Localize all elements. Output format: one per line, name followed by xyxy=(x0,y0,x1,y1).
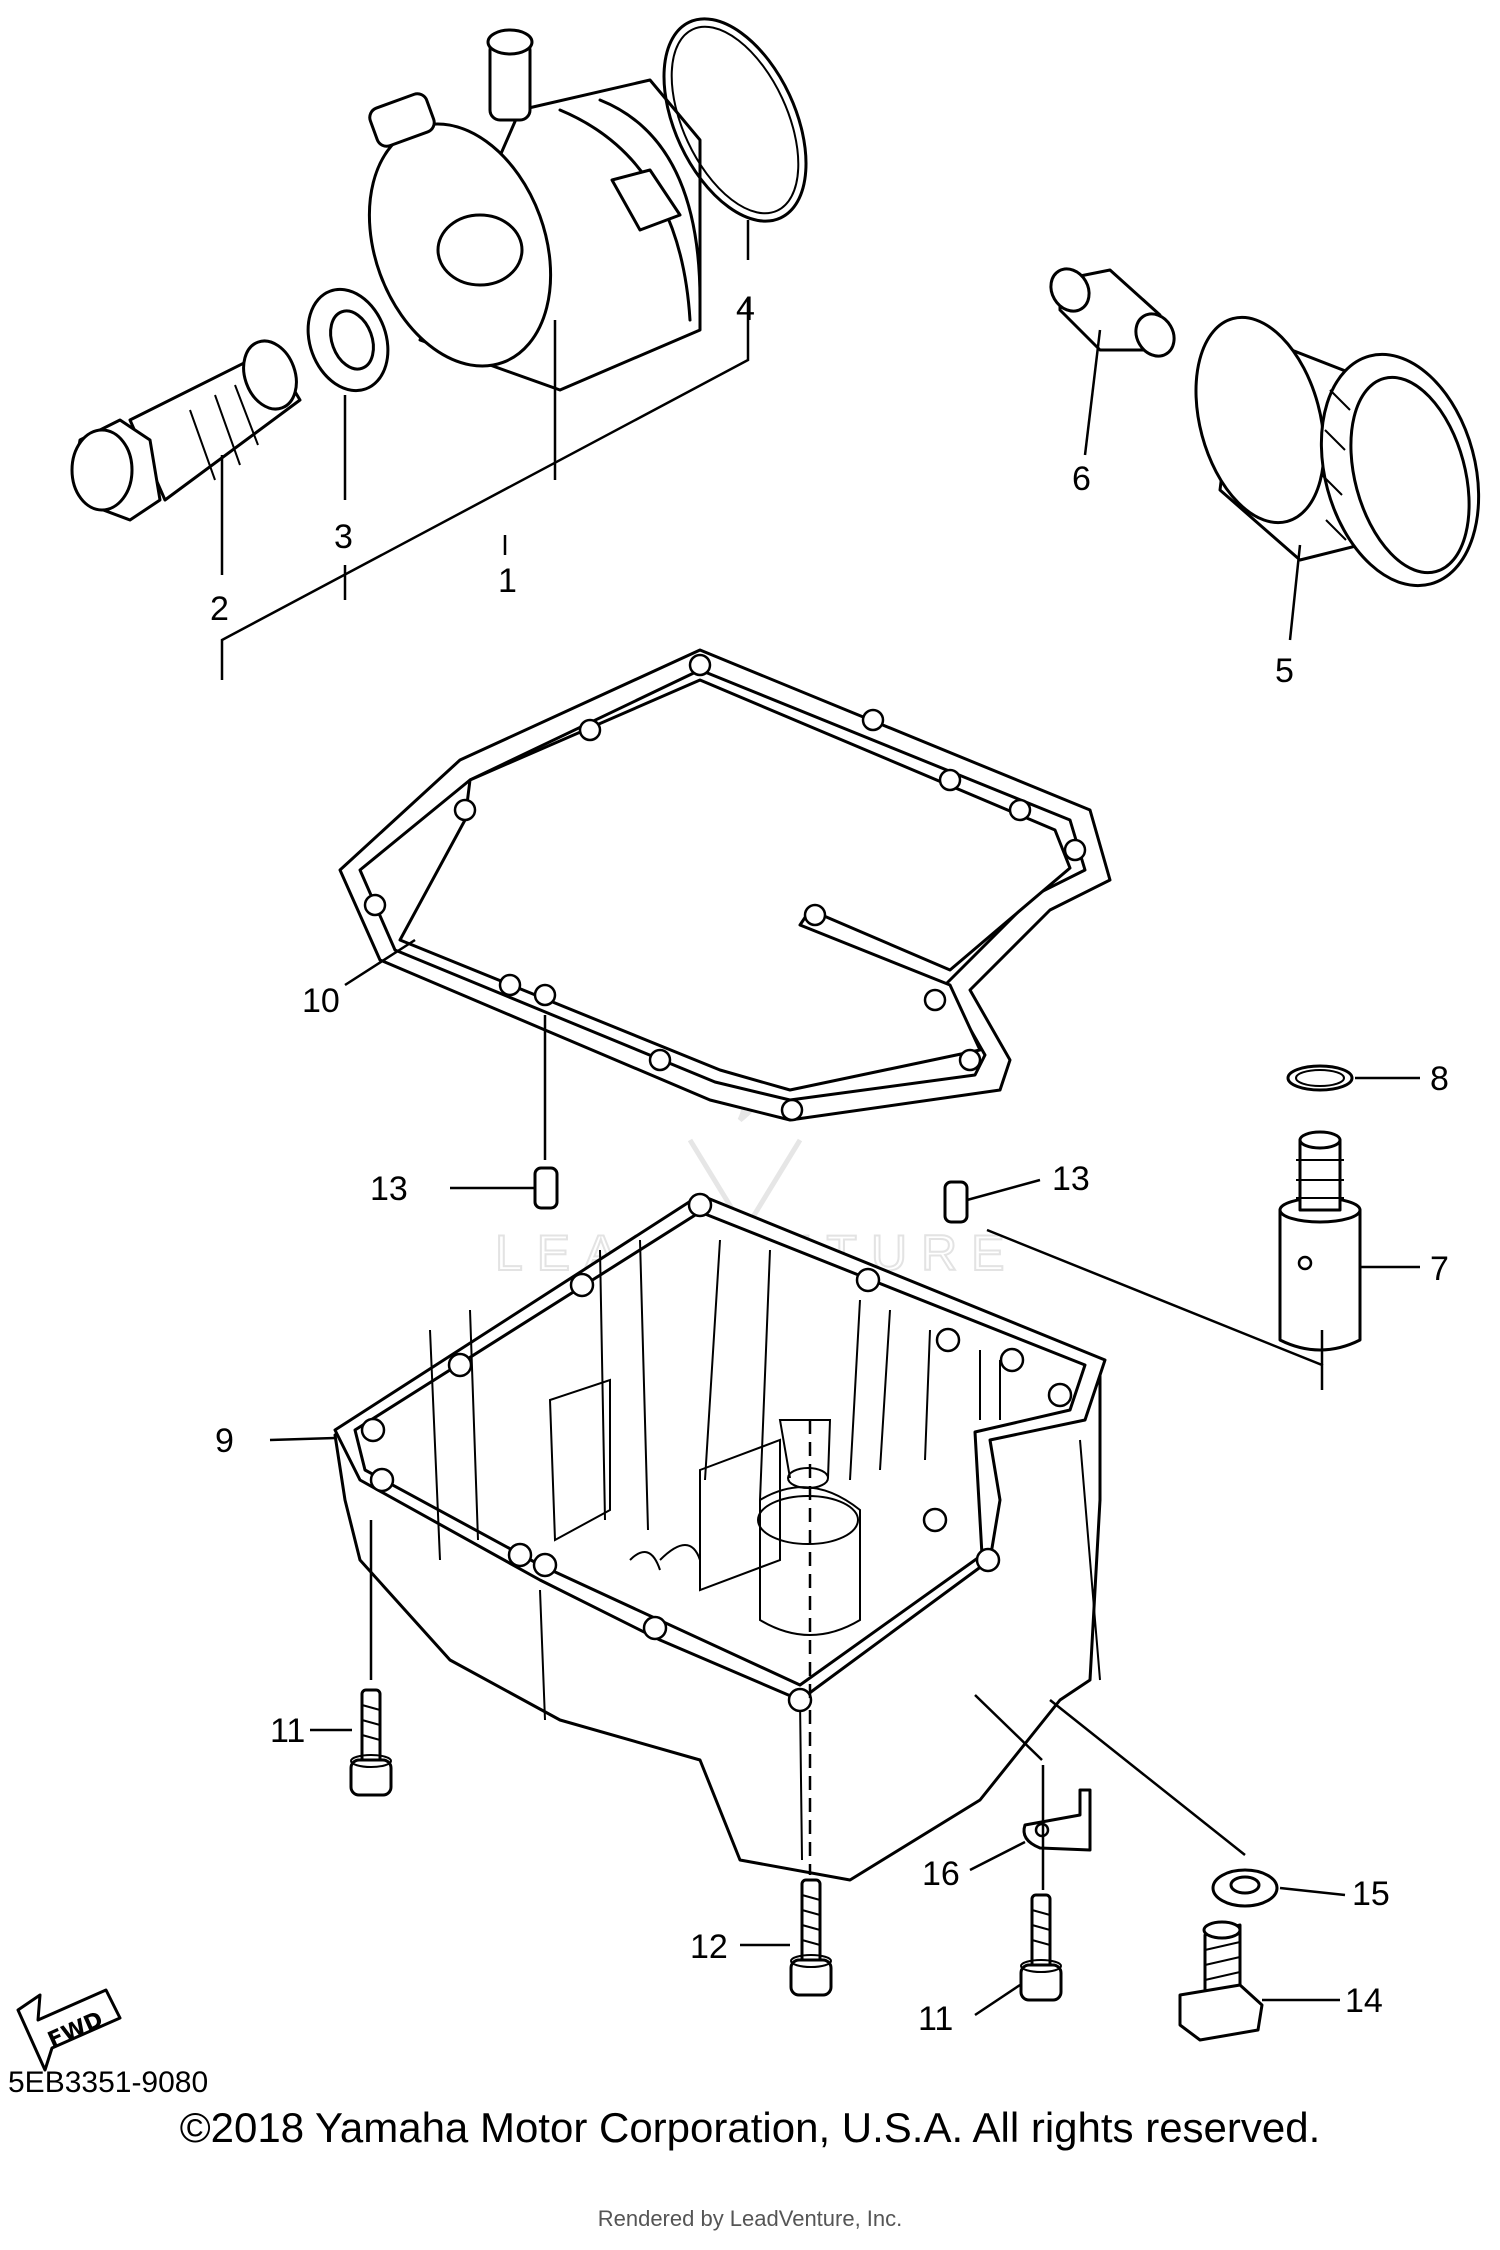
callout-6: 6 xyxy=(1072,460,1091,498)
oil-pan-gasket xyxy=(338,648,1112,1122)
dowel-pin-left xyxy=(533,1166,559,1210)
clamp xyxy=(1022,1788,1092,1852)
callout-9: 9 xyxy=(215,1422,234,1460)
diagram-code: 5EB3351-9080 xyxy=(8,2066,209,2099)
oil-pipe xyxy=(1278,1130,1362,1352)
fitting xyxy=(1049,267,1176,358)
washer xyxy=(306,287,390,393)
callout-12: 12 xyxy=(690,1928,728,1966)
callout-3: 3 xyxy=(334,518,353,556)
dowel-pin-right xyxy=(943,1180,969,1224)
callout-11-left: 11 xyxy=(270,1712,305,1750)
callout-4: 4 xyxy=(736,290,755,328)
small-o-ring xyxy=(1286,1064,1354,1092)
callout-16: 16 xyxy=(922,1855,960,1893)
callout-2: 2 xyxy=(210,590,229,628)
oil-pan xyxy=(333,1192,1107,1882)
callout-11-right: 11 xyxy=(918,2000,953,2038)
leader-lines xyxy=(220,220,1420,2017)
callout-10: 10 xyxy=(302,982,340,1020)
callout-13-right: 13 xyxy=(1052,1160,1090,1198)
callout-13-left: 13 xyxy=(370,1170,408,1208)
callout-5: 5 xyxy=(1275,652,1294,690)
bolt-right xyxy=(1019,1893,1063,2002)
callout-1: 1 xyxy=(498,562,517,600)
bolt-left xyxy=(349,1688,393,1797)
oil-cooler xyxy=(367,28,702,392)
callout-15: 15 xyxy=(1352,1875,1390,1913)
oil-filter xyxy=(1194,315,1481,588)
callout-8: 8 xyxy=(1430,1060,1449,1098)
rendered-by-notice: Rendered by LeadVenture, Inc. xyxy=(597,2206,903,2231)
callout-7: 7 xyxy=(1430,1250,1449,1288)
union-bolt xyxy=(70,339,302,522)
drain-bolt xyxy=(1178,1920,1264,2042)
o-ring xyxy=(662,17,808,223)
forward-direction-arrow: FWD xyxy=(16,1988,122,2072)
callout-14: 14 xyxy=(1345,1982,1383,2020)
copyright-notice: ©2018 Yamaha Motor Corporation, U.S.A. A… xyxy=(179,2104,1321,2151)
callout-labels: 1 2 3 4 5 6 7 8 9 10 11 11 12 13 13 14 1… xyxy=(210,290,1449,2038)
bolt-center xyxy=(789,1878,833,1997)
drain-washer xyxy=(1211,1868,1279,1908)
